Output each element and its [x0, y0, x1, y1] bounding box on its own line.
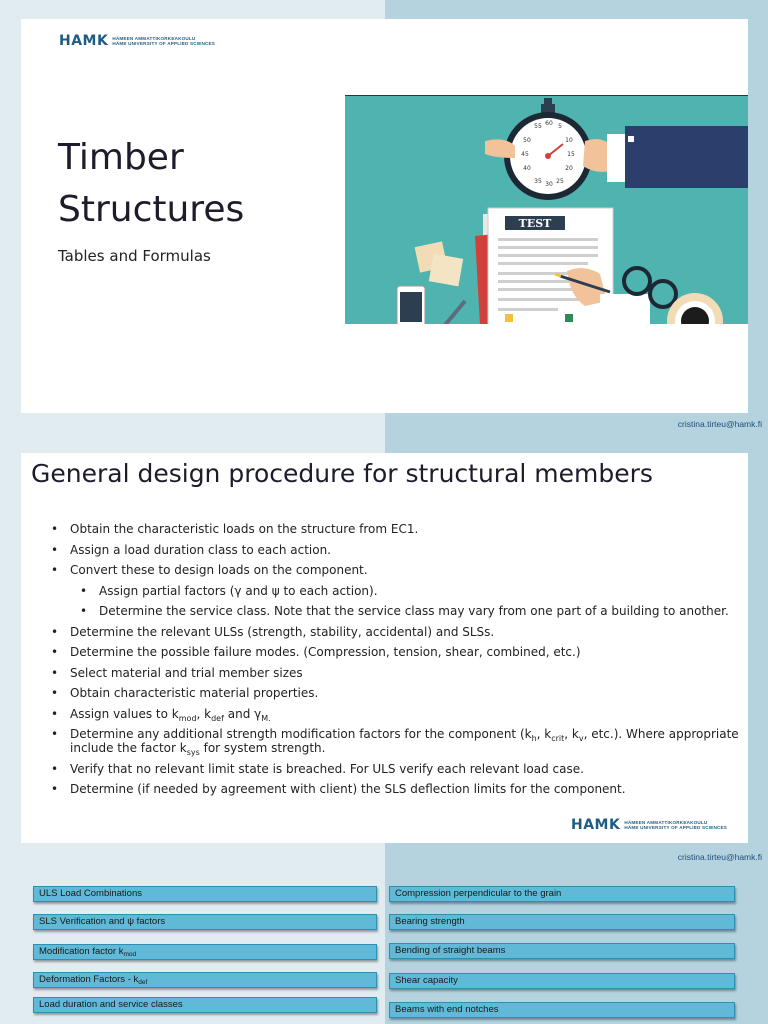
list-item: Assign partial factors (γ and ψ to each … [80, 584, 741, 598]
compression-perpendicular-button[interactable]: Compression perpendicular to the grain [389, 886, 735, 902]
svg-text:30: 30 [545, 181, 553, 188]
shear-capacity-button[interactable]: Shear capacity [389, 973, 735, 989]
sls-verification-button[interactable]: SLS Verification and ψ factors [33, 914, 377, 930]
procedure-slide: General design procedure for structural … [21, 453, 748, 843]
list-item: Determine the service class. Note that t… [80, 604, 741, 618]
test-label: TEST [519, 217, 553, 230]
load-duration-button[interactable]: Load duration and service classes [33, 997, 377, 1013]
bearing-strength-button[interactable]: Bearing strength [389, 914, 735, 930]
list-item: Assign values to kmod, kdef and γM. [51, 707, 741, 723]
list-item: Assign a load duration class to each act… [51, 543, 741, 557]
hamk-logo: HAMK HÄMEEN AMMATTIKORKEAKOULU HÄME UNIV… [571, 817, 728, 833]
hamk-logo: HAMK HÄMEEN AMMATTIKORKEAKOULU HÄME UNIV… [59, 33, 216, 49]
modification-factor-button[interactable]: Modification factor kmod [33, 944, 377, 960]
list-item: Determine the possible failure modes. (C… [51, 645, 741, 659]
list-item: Determine any additional strength modifi… [51, 727, 741, 757]
svg-text:20: 20 [565, 165, 573, 172]
slide-title: Timber Structures [58, 137, 245, 230]
svg-text:55: 55 [534, 123, 542, 130]
svg-text:10: 10 [565, 137, 573, 144]
list-item: Select material and trial member sizes [51, 666, 741, 680]
deformation-factors-button[interactable]: Deformation Factors - kdef [33, 972, 377, 988]
list-item: Verify that no relevant limit state is b… [51, 762, 741, 776]
test-illustration: TEST 55 6 [345, 95, 748, 324]
contact-email: cristina.tirteu@hamk.fi [677, 852, 762, 862]
svg-text:35: 35 [534, 178, 542, 185]
list-item: Determine the relevant ULSs (strength, s… [51, 625, 741, 639]
svg-text:45: 45 [521, 151, 529, 158]
list-item: Obtain characteristic material propertie… [51, 686, 741, 700]
svg-text:60: 60 [545, 120, 553, 127]
list-item: Convert these to design loads on the com… [51, 563, 741, 577]
svg-text:25: 25 [556, 178, 564, 185]
bending-straight-beams-button[interactable]: Bending of straight beams [389, 943, 735, 959]
svg-text:15: 15 [567, 151, 575, 158]
slide-title: General design procedure for structural … [31, 459, 653, 488]
svg-text:50: 50 [523, 137, 531, 144]
title-slide: HAMK HÄMEEN AMMATTIKORKEAKOULU HÄME UNIV… [21, 19, 748, 413]
procedure-list: Obtain the characteristic loads on the s… [51, 522, 741, 803]
uls-load-combinations-button[interactable]: ULS Load Combinations [33, 886, 377, 902]
svg-text:5: 5 [558, 123, 562, 130]
contact-email: cristina.tirteu@hamk.fi [677, 419, 762, 429]
beams-end-notches-button[interactable]: Beams with end notches [389, 1002, 735, 1018]
svg-text:40: 40 [523, 165, 531, 172]
list-item: Obtain the characteristic loads on the s… [51, 522, 741, 536]
slide-subtitle: Tables and Formulas [58, 247, 211, 265]
list-item: Determine (if needed by agreement with c… [51, 782, 741, 796]
